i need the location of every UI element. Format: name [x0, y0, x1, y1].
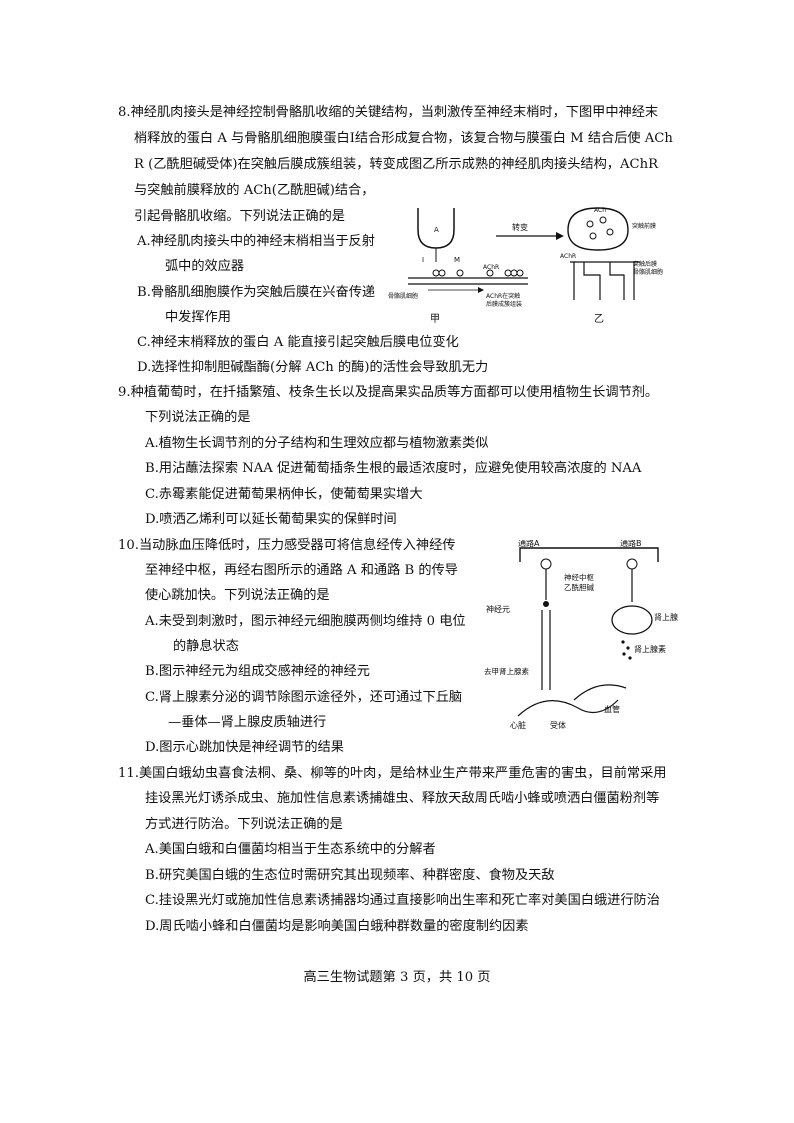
- q11-stem-line-1: 11.美国白蛾幼虫喜食法桐、桑、柳等的叶肉，是给林业生产带来严重危害的害虫，目前…: [118, 766, 667, 781]
- q10-option-c: C.肾上腺素分泌的调节除图示途径外，还可通过下丘脑: [145, 690, 463, 705]
- q8-stem-line-5: 引起骨骼肌收缩。下列说法正确的是: [134, 209, 345, 224]
- label-cluster-1: AChR在突触: [486, 292, 520, 300]
- q11-option-d: D.周氏啮小蜂和白僵菌均是影响美国白蛾种群数量的密度制约因素: [145, 919, 529, 934]
- label-achr-left: AChR: [483, 264, 499, 271]
- label-adrenaline: 肾上腺素: [634, 644, 666, 654]
- q11-option-c: C.挂设黑光灯或施加性信息素诱捕器均通过直接影响出生率和死亡率对美国白蛾进行防治: [145, 893, 660, 908]
- label-cluster-2: 后膜成簇组装: [486, 300, 522, 308]
- path-b-neurons: 神经中枢 乙酰胆碱 肾上腺 肾上腺素: [564, 569, 678, 660]
- label-path-a: 通路A: [518, 540, 540, 548]
- q9-option-c: C.赤霉素能促进葡萄果柄伸长，使葡萄果实增大: [145, 487, 423, 502]
- label-neuron: 神经元: [486, 604, 510, 614]
- q8-stem-line-2: 梢释放的蛋白 A 与骨骼肌细胞膜蛋白I结合形成复合物，该复合物与膜蛋白 M 结合…: [134, 131, 673, 146]
- mature-junction-yi: ACh 突触前膜 AChR 突触后膜 骨骼肌细胞 乙: [560, 207, 663, 325]
- q9-stem-line-2: 下列说法正确的是: [145, 410, 251, 425]
- cns-box: 通路A 通路B: [518, 540, 659, 570]
- label-ach-q10: 乙酰胆碱: [564, 582, 594, 592]
- label-receptor: 受体: [550, 720, 566, 730]
- label-vessel: 血管: [604, 704, 620, 714]
- q9-option-b: B.用沾蘸法探索 NAA 促进葡萄插条生根的最适浓度时，应避免使用较高浓度的 N…: [145, 461, 642, 476]
- q8-option-c: C.神经末梢释放的蛋白 A 能直接引起突触后膜电位变化: [137, 335, 459, 350]
- q11-stem-line-2: 挂设黑光灯诱杀成虫、施加性信息素诱捕雄虫、释放天敌周氏啮小蜂或喷洒白僵菌粉剂等: [145, 791, 660, 806]
- q8-figure: A I M AChR 骨骼肌细胞 AChR在突触 后膜成簇组装 甲 转变 ACh…: [378, 200, 678, 330]
- q11-option-a: A.美国白蛾和白僵菌均相当于生态系统中的分解者: [145, 842, 436, 857]
- label-protein-i: I: [422, 256, 424, 264]
- q9-option-d: D.喷洒乙烯利可以延长葡萄果实的保鲜时间: [145, 512, 397, 527]
- label-center: 神经中枢: [564, 572, 594, 582]
- label-yi: 乙: [594, 313, 604, 325]
- transform-arrow: 转变: [496, 222, 564, 240]
- q8-option-a-cont: 弧中的效应器: [165, 259, 245, 274]
- label-postsyn: 突触后膜: [633, 260, 657, 268]
- q9-option-a: A.植物生长调节剂的分子结构和生理效应都与植物激素类似: [145, 436, 489, 451]
- q10-figure: 通路A 通路B 神经元 神经中枢 乙酰胆碱 肾上腺 肾上腺素 去甲肾上腺素 血管…: [478, 540, 684, 732]
- q10-option-c-cont: —垂体—肾上腺皮质轴进行: [168, 715, 327, 730]
- q11-stem-line-3: 方式进行防治。下列说法正确的是: [145, 817, 343, 832]
- page-footer: 高三生物试题第 3 页，共 10 页: [303, 970, 491, 985]
- q10-stem-line-1: 10.当动脉血压降低时，压力感受器可将信息经传入神经传: [118, 538, 456, 553]
- q8-option-d: D.选择性抑制胆碱酯酶(分解 ACh 的酶)的活性会导致肌无力: [137, 360, 489, 375]
- label-adrenal: 肾上腺: [654, 612, 678, 622]
- q8-option-b: B.骨骼肌细胞膜作为突触后膜在兴奋传递: [137, 285, 376, 300]
- label-noradrenaline: 去甲肾上腺素: [484, 666, 529, 676]
- nerve-terminal-jia: A I M AChR: [417, 208, 499, 271]
- label-path-b: 通路B: [620, 540, 642, 548]
- q8-stem-line-4: 与突触前膜释放的 ACh(乙酰胆碱)结合，: [134, 183, 375, 198]
- q10-option-a: A.未受到刺激时，图示神经元细胞膜两侧均维持 0 电位: [145, 614, 466, 629]
- q10-option-b: B.图示神经元为组成交感神经的神经元: [145, 664, 370, 679]
- membrane-jia: 骨骼肌细胞 AChR在突触 后膜成簇组装 甲: [388, 269, 528, 325]
- q11-option-b: B.研究美国白蛾的生态位时需研究其出现频率、种群密度、食物及天敌: [145, 868, 555, 883]
- label-muscle-left: 骨骼肌细胞: [388, 292, 418, 300]
- path-a-neurons: 神经元: [486, 569, 551, 690]
- label-heart: 心脏: [510, 720, 526, 730]
- q8-stem-line-3: R (乙酰胆碱受体)在突触后膜成簇组装，转变成图乙所示成熟的神经肌肉接头结构，A…: [134, 157, 659, 172]
- label-achr-right: AChR: [560, 253, 576, 260]
- q10-stem-line-3: 使心跳加快。下列说法正确的是: [145, 588, 330, 603]
- q8-option-a: A.神经肌肉接头中的神经末梢相当于反射: [137, 234, 375, 249]
- label-ach: ACh: [594, 207, 606, 214]
- q10-stem-line-2: 至神经中枢，再经右图所示的通路 A 和通路 B 的传导: [145, 563, 458, 578]
- label-jia: 甲: [430, 314, 440, 325]
- heart-vessel: 去甲肾上腺素 血管 心脏 受体: [484, 666, 627, 730]
- q10-option-d: D.图示心跳加快是神经调节的结果: [145, 740, 344, 755]
- label-muscle-right: 骨骼肌细胞: [633, 268, 663, 276]
- q9-stem-line-1: 9.种植葡萄时，在扦插繁殖、枝条生长以及提高果实品质等方面都可以使用植物生长调节…: [118, 385, 659, 400]
- label-transform: 转变: [512, 222, 528, 232]
- q10-option-a-cont: 的静息状态: [173, 639, 239, 654]
- label-protein-a: A: [434, 226, 439, 234]
- label-protein-m: M: [454, 256, 460, 264]
- q8-option-b-cont: 中发挥作用: [165, 310, 231, 325]
- label-presyn: 突触前膜: [632, 222, 656, 230]
- q8-stem-line-1: 8.神经肌肉接头是神经控制骨骼肌收缩的关键结构，当刺激传至神经末梢时，下图甲中神…: [118, 105, 659, 120]
